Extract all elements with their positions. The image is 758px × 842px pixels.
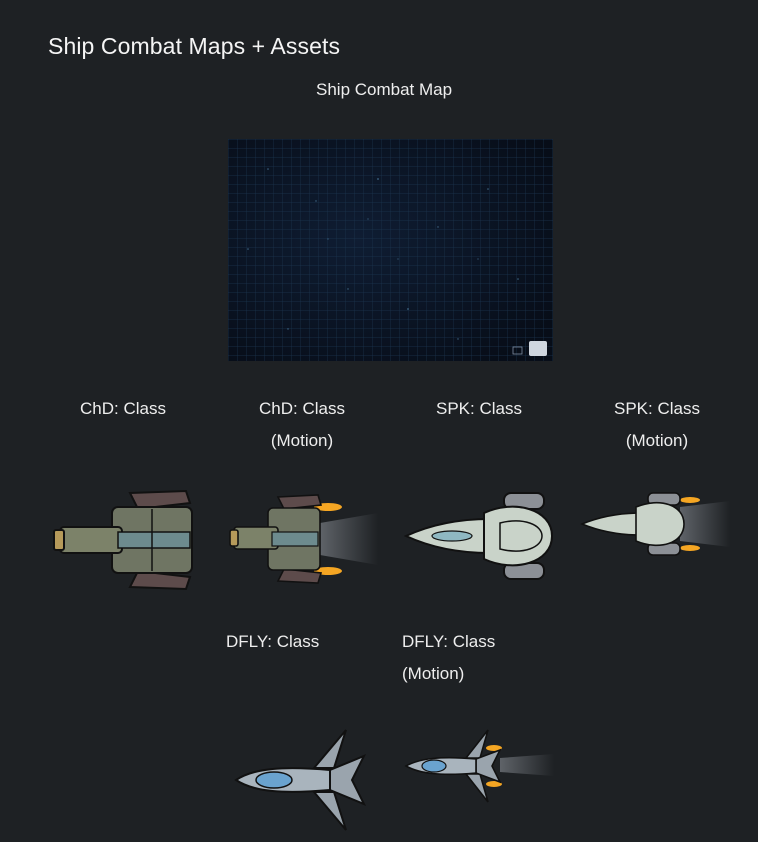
map-label: Ship Combat Map (316, 80, 453, 99)
ship-combat-map-image[interactable] (228, 139, 553, 361)
map-logo-small-icon (512, 346, 523, 355)
ship-label-spk: SPK: Class (436, 399, 522, 418)
dfly-class-motion-ship-icon[interactable] (404, 728, 554, 808)
chd-class-motion-ship-icon[interactable] (228, 493, 378, 585)
ship-label-chd-motion: ChD: Class (Motion) (259, 399, 345, 450)
dfly-class-ship-icon[interactable] (234, 728, 368, 832)
ship-label-dfly-motion: DFLY: Class (Motion) (402, 632, 496, 683)
map-grid-graphic (228, 139, 553, 361)
map-logo-icon (529, 341, 547, 356)
ship-label-dfly: DFLY: Class (226, 632, 320, 651)
ship-label-spk-motion: SPK: Class (Motion) (614, 399, 700, 450)
page-title: Ship Combat Maps + Assets (48, 33, 341, 60)
ship-label-chd: ChD: Class (80, 399, 166, 418)
spk-class-motion-ship-icon[interactable] (580, 491, 730, 557)
chd-class-ship-icon[interactable] (52, 489, 194, 591)
spk-class-ship-icon[interactable] (404, 489, 556, 583)
